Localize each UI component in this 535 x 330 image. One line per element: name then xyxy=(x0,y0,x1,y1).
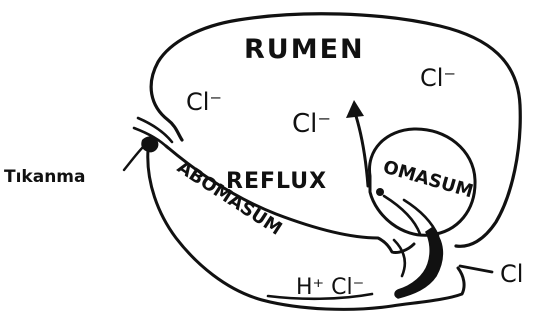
label-hcl: H⁺ Cl⁻ xyxy=(296,275,364,300)
label-reflux: REFLUX xyxy=(226,169,327,194)
cl-exit-line xyxy=(460,266,492,272)
label-cl-rumen-right: Cl⁻ xyxy=(420,64,456,92)
label-cl-rumen-left: Cl⁻ xyxy=(186,88,222,116)
label-tikanma: Tıkanma xyxy=(4,167,86,187)
reflux-arrow-head xyxy=(346,100,364,118)
reflux-arrow-shaft xyxy=(356,116,368,186)
pylorus-inner xyxy=(394,240,405,276)
pylorus-dark xyxy=(395,228,442,298)
label-cl-exit: Cl xyxy=(500,260,523,288)
blockage-arrow-line xyxy=(124,146,144,170)
omasum-neck-inner xyxy=(384,196,420,234)
label-rumen: RUMEN xyxy=(244,34,365,65)
label-cl-arrow: Cl⁻ xyxy=(292,109,331,139)
omasum-dot xyxy=(376,188,384,196)
label-omasum: OMASUM xyxy=(381,157,476,203)
blockage-marker xyxy=(141,136,158,152)
